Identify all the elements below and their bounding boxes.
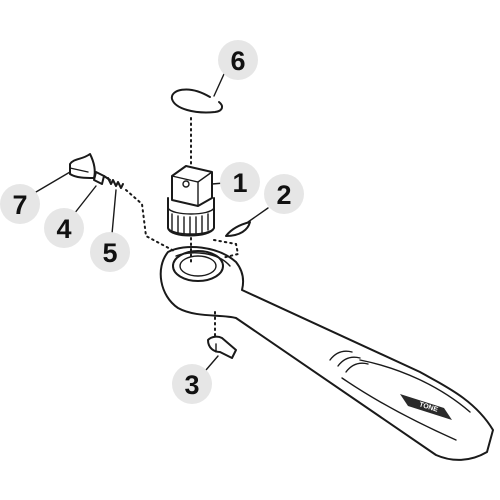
- callout-5: 5: [90, 232, 130, 272]
- ratchet-wrench: TONE: [159, 246, 494, 461]
- svg-text:2: 2: [276, 180, 291, 210]
- callout-3: 3: [172, 364, 212, 404]
- leader-2: [247, 207, 269, 223]
- assembly-line-pawl: [125, 189, 177, 253]
- svg-text:6: 6: [230, 46, 245, 76]
- grip-edge-lower: [341, 377, 457, 441]
- callout-1: 1: [220, 162, 260, 202]
- svg-text:4: 4: [56, 214, 71, 244]
- ratchet-bore: [172, 250, 224, 282]
- ratchet-bore-inner: [179, 255, 217, 277]
- wrench-handle-outline: [159, 246, 494, 461]
- detent-pin: [93, 171, 105, 185]
- leader-7: [35, 171, 71, 193]
- callout-7: 7: [0, 184, 40, 224]
- leader-6: [213, 73, 225, 97]
- detent-ball: [182, 180, 190, 188]
- square-drive-adapter: [167, 165, 215, 237]
- direction-lever: [207, 335, 237, 359]
- callout-4: 4: [44, 208, 84, 248]
- detent-spring: [107, 177, 124, 189]
- callout-6: 6: [218, 40, 258, 80]
- assembly-line-spring: [213, 239, 240, 259]
- grip-groove-1: [329, 350, 353, 361]
- svg-text:7: 7: [12, 190, 27, 220]
- grip-groove-3: [345, 362, 369, 373]
- leader-3: [205, 355, 219, 371]
- pawl: [69, 153, 96, 179]
- svg-text:3: 3: [184, 370, 199, 400]
- leader-5: [111, 189, 117, 235]
- pawl-spring: [225, 221, 251, 237]
- callout-2: 2: [264, 174, 304, 214]
- svg-text:1: 1: [232, 168, 247, 198]
- retaining-ring: [170, 88, 224, 114]
- leader-4: [73, 185, 97, 215]
- brand-plate: [400, 394, 452, 420]
- svg-text:5: 5: [102, 238, 117, 268]
- grip-groove-2: [337, 356, 361, 367]
- grip-edge-upper: [359, 359, 471, 413]
